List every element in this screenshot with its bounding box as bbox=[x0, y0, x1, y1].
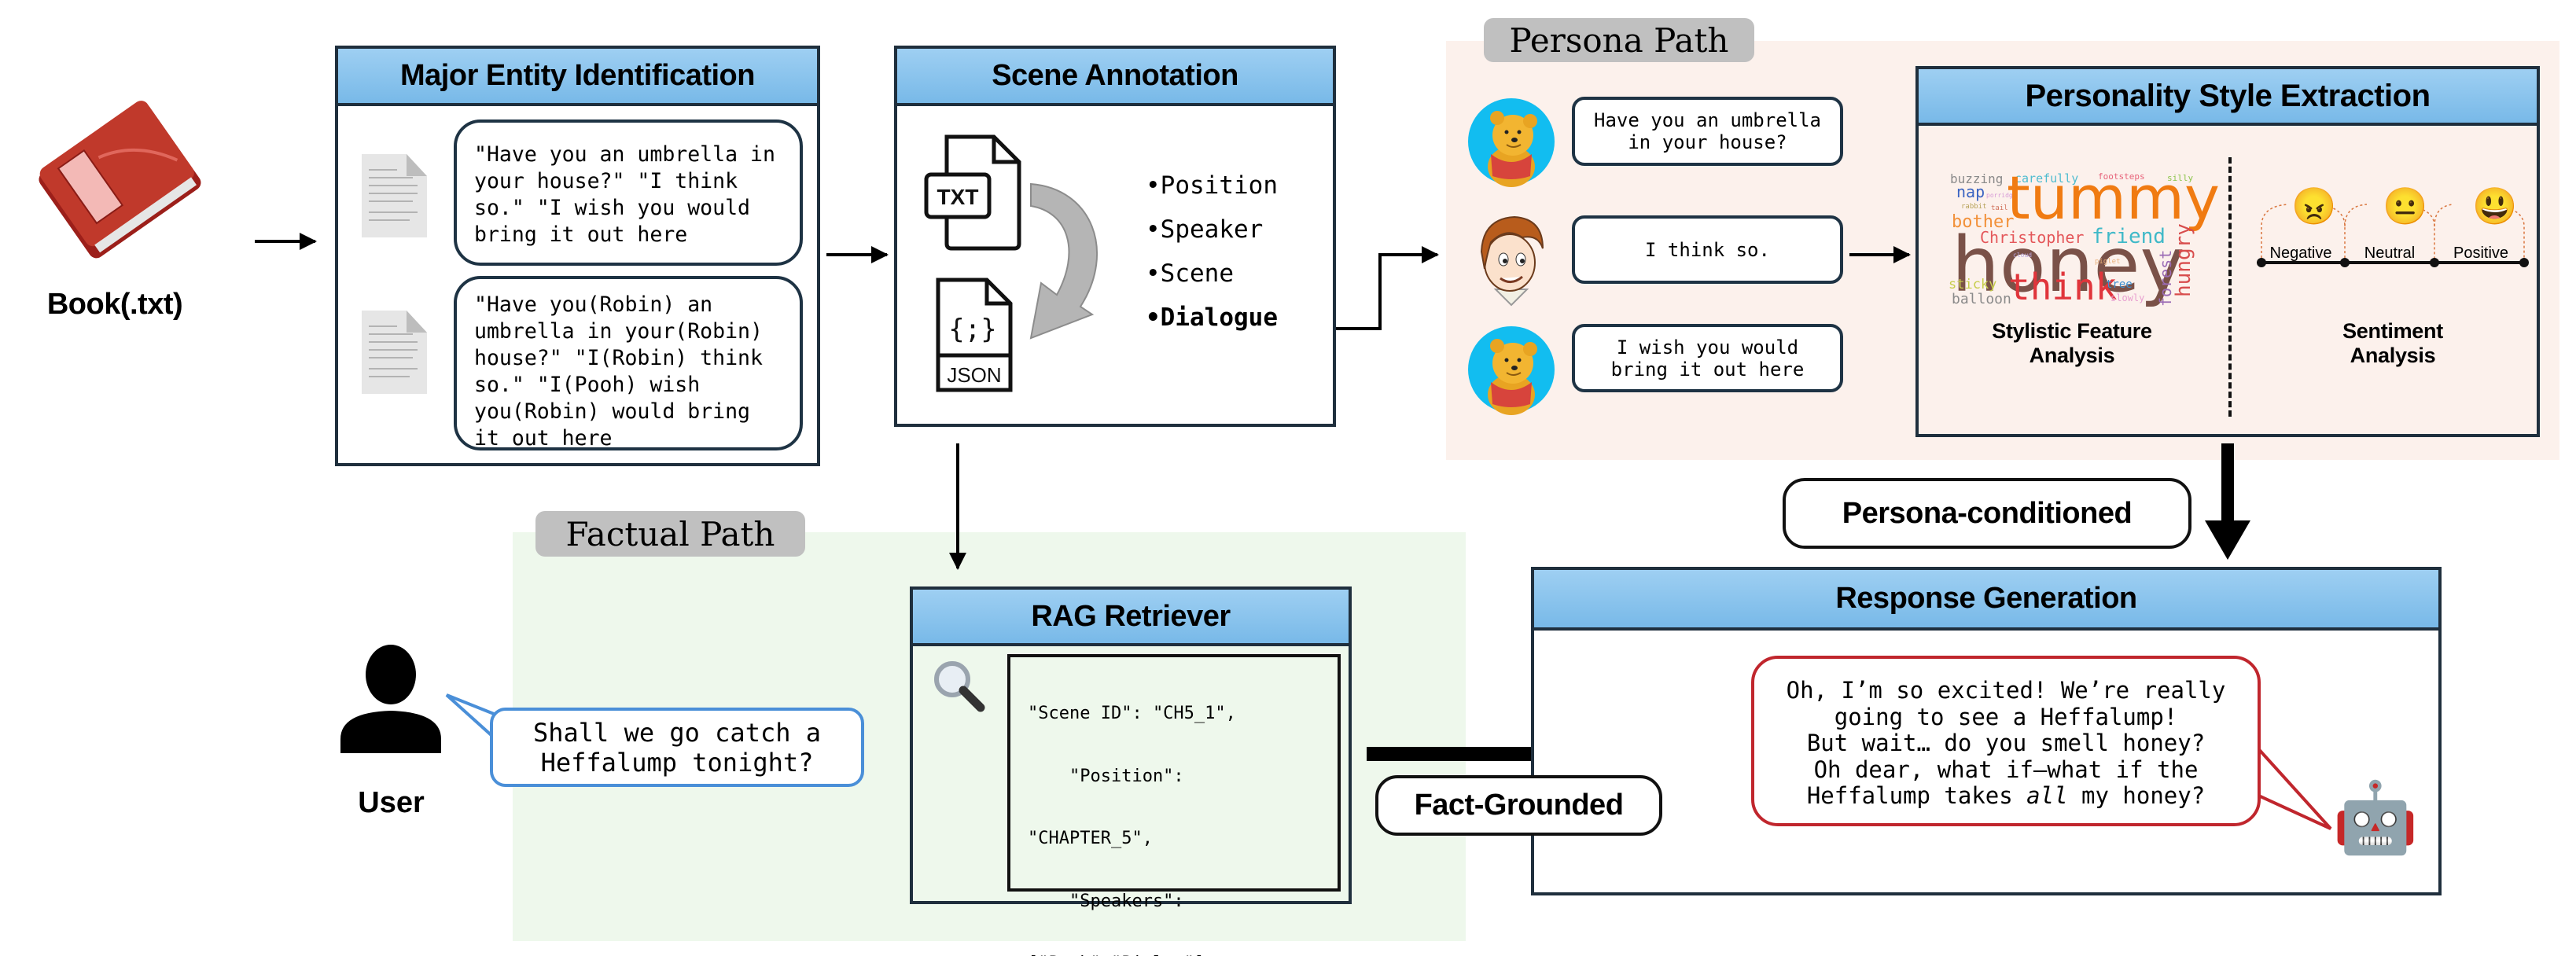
personality-style-extraction-panel: Personality Style Extraction buzzing car… bbox=[1915, 66, 2540, 437]
retrieved-line: "Scene ID": "CH5_1", bbox=[1028, 704, 1236, 723]
word: bother bbox=[1952, 212, 2015, 232]
major-entity-identification-panel: Major Entity Identification "Have you an… bbox=[335, 46, 820, 466]
user-label: User bbox=[358, 786, 425, 819]
word: carefully bbox=[2015, 171, 2079, 186]
scale-tick bbox=[2430, 258, 2439, 267]
angry-face-icon: 😠 bbox=[2291, 186, 2337, 226]
word: tree bbox=[2106, 278, 2133, 291]
word: hungry bbox=[2172, 223, 2195, 297]
response-generation-panel: Response Generation bbox=[1531, 567, 2442, 895]
pooh-avatar bbox=[1467, 325, 1555, 415]
scale-tick bbox=[2519, 258, 2529, 267]
persona-dialogue-bubble: I wish you would bring it out here bbox=[1572, 324, 1843, 392]
sentiment-scale bbox=[2257, 204, 2529, 267]
annotated-text-bubble: "Have you(Robin) an umbrella in your(Rob… bbox=[454, 276, 803, 450]
sentiment-negative-label: Negative bbox=[2269, 245, 2332, 262]
json-icon-label: JSON bbox=[947, 363, 1001, 387]
panel-title: Personality Style Extraction bbox=[1919, 69, 2537, 126]
response-line: Oh, I’m so excited! We’re really bbox=[1786, 677, 2226, 704]
retrieved-scene-box: "Scene ID": "CH5_1", "Position": "CHAPTE… bbox=[1007, 654, 1341, 956]
word: cloud bbox=[2013, 252, 2033, 259]
word: friend bbox=[2092, 225, 2166, 248]
word: Christopher bbox=[1980, 228, 2085, 247]
scale-tick bbox=[2257, 258, 2266, 267]
stylistic-feature-analysis-label: Stylistic Feature Analysis bbox=[1992, 319, 2152, 367]
document-icon bbox=[358, 309, 430, 395]
user-bubble-tail bbox=[445, 693, 495, 739]
magnifier-icon bbox=[932, 659, 987, 714]
response-bubble: Oh, I’m so excited! We’re really going t… bbox=[1751, 656, 2261, 826]
scene-annotation-panel: Scene Annotation TXT {;} JSON •Position … bbox=[894, 46, 1336, 427]
retrieved-line: ["Pooh","Piglet"], bbox=[1028, 954, 1338, 956]
txt-file-icon: TXT bbox=[923, 134, 1021, 252]
fact-grounded-label: Fact-Grounded bbox=[1375, 775, 1662, 836]
word: footsteps bbox=[2098, 171, 2145, 182]
book-label: Book(.txt) bbox=[46, 288, 183, 321]
convert-arrow-icon bbox=[1029, 181, 1112, 354]
robot-icon: 🤖 bbox=[2332, 778, 2419, 856]
word: balloon bbox=[1952, 291, 2011, 307]
response-line: going to see a Heffalump! bbox=[1834, 703, 2178, 730]
field-scene: •Scene bbox=[1146, 259, 1234, 288]
neutral-face-icon: 😐 bbox=[2383, 186, 2428, 226]
json-file-icon: {;} JSON bbox=[935, 277, 1014, 393]
section-divider bbox=[2228, 157, 2232, 417]
persona-conditioned-label: Persona-conditioned bbox=[1783, 478, 2191, 549]
word: sticky bbox=[1949, 277, 1997, 292]
panel-title: Response Generation bbox=[1534, 570, 2438, 631]
persona-dialogue-bubble: I think so. bbox=[1572, 215, 1843, 284]
scale-tick bbox=[2340, 258, 2350, 267]
field-speaker: •Speaker bbox=[1146, 215, 1264, 244]
raw-text-bubble: "Have you an umbrella in your house?" "I… bbox=[454, 120, 803, 266]
annotated-text: "Have you(Robin) an umbrella in your(Rob… bbox=[474, 292, 763, 450]
word: piglet bbox=[2095, 258, 2121, 266]
word: silly bbox=[2167, 173, 2194, 183]
word-cloud: buzzing carefully footsteps silly nap po… bbox=[1949, 168, 2220, 309]
txt-icon-label: TXT bbox=[937, 185, 979, 209]
arrow-persona-to-response bbox=[2205, 443, 2250, 560]
pooh-avatar bbox=[1467, 97, 1555, 187]
panel-title: Major Entity Identification bbox=[338, 49, 817, 106]
sentiment-positive-label: Positive bbox=[2453, 245, 2509, 262]
field-dialogue: •Dialogue bbox=[1146, 303, 1278, 332]
word: buzzing bbox=[1950, 171, 2004, 186]
panel-title: RAG Retriever bbox=[913, 590, 1349, 646]
word: nap bbox=[1956, 182, 1985, 201]
persona-dialogue-bubble: Have you an umbrella in your house? bbox=[1572, 97, 1843, 166]
user-icon bbox=[340, 645, 443, 755]
response-bubble-tail bbox=[2254, 744, 2332, 830]
word: forest bbox=[2156, 249, 2175, 307]
christopher-robin-avatar bbox=[1467, 211, 1555, 307]
word: honey bbox=[1952, 221, 2185, 309]
raw-text: "Have you an umbrella in your house?" "I… bbox=[474, 142, 775, 247]
sentiment-neutral-label: Neutral bbox=[2364, 245, 2416, 262]
arrow-dialogue-to-persona bbox=[1298, 246, 1439, 330]
annotation-field-list: •Position •Speaker •Scene •Dialogue bbox=[1146, 164, 1278, 340]
persona-path-label: Persona Path bbox=[1484, 18, 1754, 62]
word: tail bbox=[1991, 204, 2008, 212]
retrieved-line: "CHAPTER_5", bbox=[1028, 829, 1153, 848]
red-book-icon bbox=[39, 101, 201, 259]
word: porridge bbox=[1986, 192, 2017, 199]
response-line: But wait… do you smell honey? bbox=[1806, 730, 2206, 756]
retrieved-line: "Speakers": bbox=[1028, 891, 1184, 911]
word: slowly bbox=[2110, 292, 2145, 303]
field-position: •Position bbox=[1146, 171, 1278, 200]
document-icon bbox=[358, 153, 430, 239]
json-icon-glyph: {;} bbox=[948, 314, 996, 345]
response-line: Heffalump takes all my honey? bbox=[1806, 782, 2206, 809]
retrieved-line: "Position": bbox=[1028, 766, 1184, 786]
word: think bbox=[2008, 266, 2118, 308]
factual-path-label: Factual Path bbox=[535, 511, 805, 557]
smiling-face-icon: 😃 bbox=[2472, 186, 2518, 226]
user-query-text: Shall we go catch a Heffalump tonight? bbox=[532, 717, 822, 778]
response-line: Oh dear, what if—what if the bbox=[1813, 756, 2199, 783]
book bbox=[22, 88, 215, 277]
panel-title: Scene Annotation bbox=[897, 49, 1333, 106]
rag-retriever-panel: RAG Retriever "Scene ID": "CH5_1", "Posi… bbox=[910, 586, 1352, 956]
sentiment-analysis-label: Sentiment Analysis bbox=[2342, 319, 2443, 367]
word: tummy bbox=[2007, 163, 2221, 233]
word: rabbit bbox=[1961, 203, 1987, 211]
user-query-bubble: Shall we go catch a Heffalump tonight? bbox=[490, 708, 864, 787]
